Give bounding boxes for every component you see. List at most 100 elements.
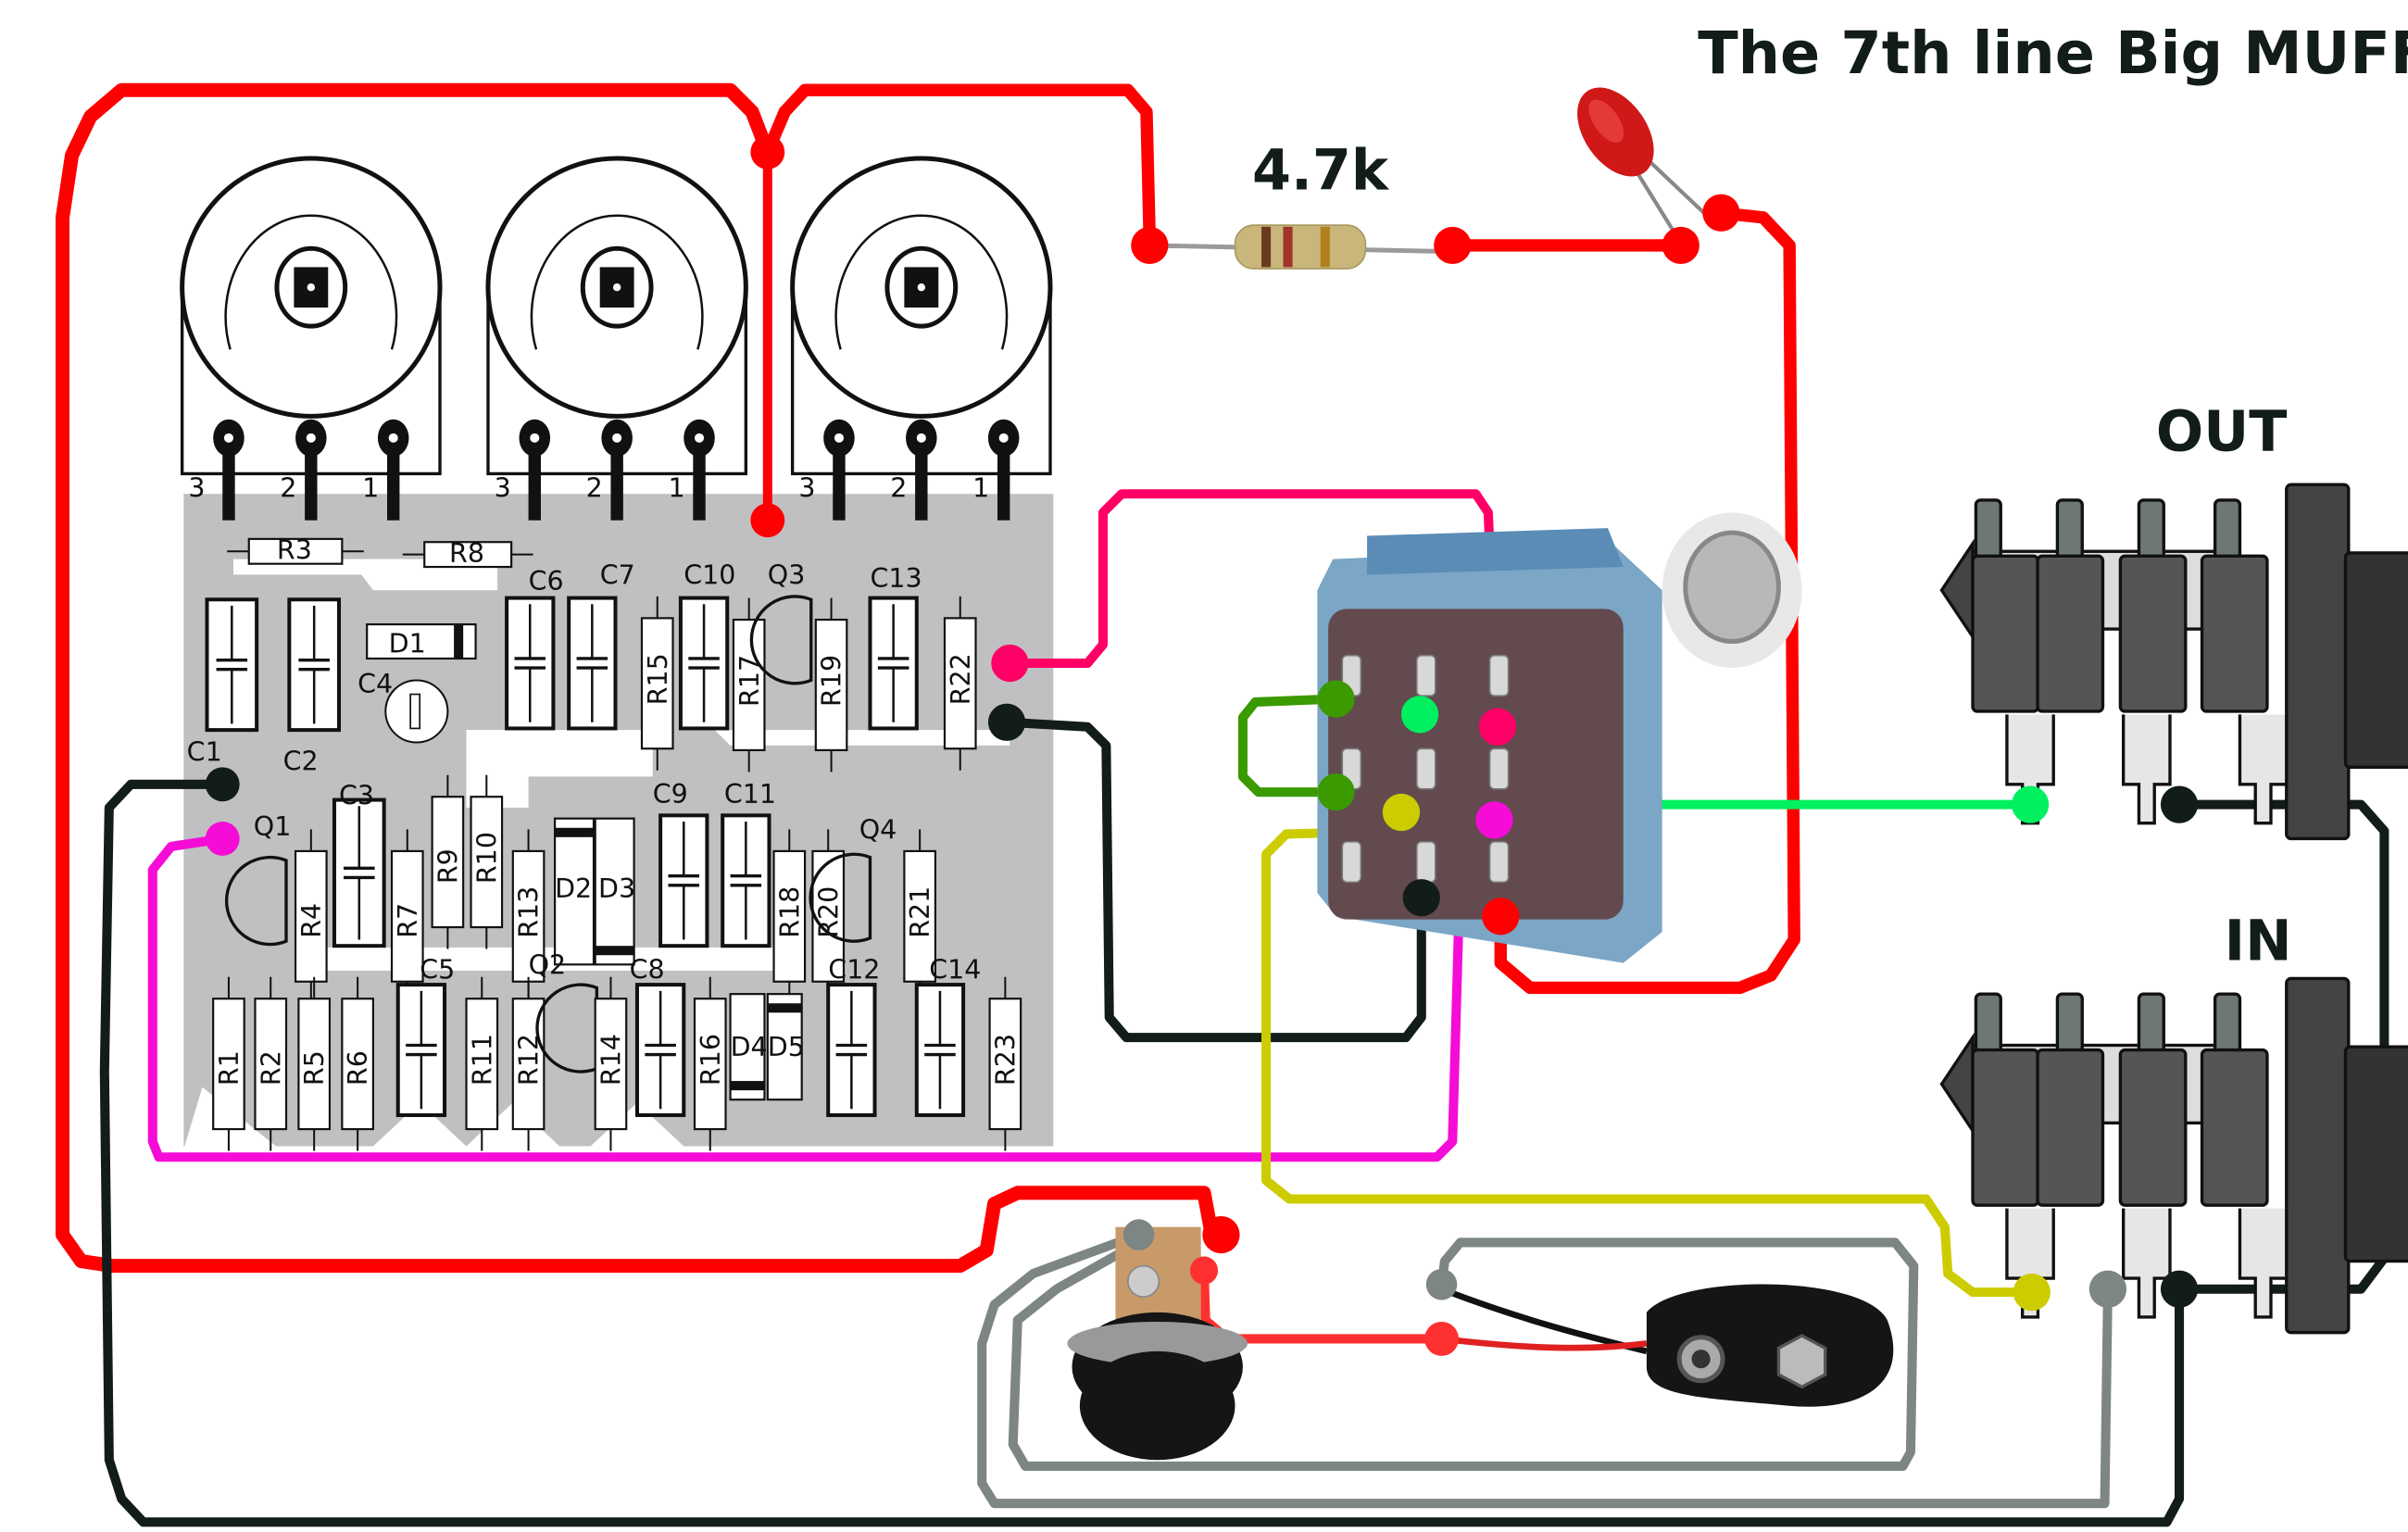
resistor: R8 <box>402 538 533 569</box>
resistor-label: R19 <box>817 655 847 707</box>
capacitor: C11 <box>721 779 776 948</box>
solder-point <box>1434 226 1472 265</box>
battery-clip <box>1440 1284 1894 1407</box>
resistor-label: R21 <box>905 886 935 938</box>
resistor-label: R9 <box>433 848 463 884</box>
resistor-label: R22 <box>946 653 976 705</box>
diode-label: D2 <box>555 873 592 904</box>
capacitor: C6 <box>505 566 564 731</box>
solder-point <box>1702 194 1740 232</box>
wire-power-resistor <box>761 83 1157 247</box>
capacitor: C13 <box>868 563 922 731</box>
resistor-label: R8 <box>449 538 484 569</box>
pot-pin-label: 2 <box>280 473 296 504</box>
solder-point <box>1382 793 1421 832</box>
pot-pin-label: 2 <box>586 473 603 504</box>
resistor: R12 <box>511 976 546 1151</box>
diode-label: D4 <box>731 1032 768 1062</box>
solder-point <box>1189 1256 1219 1285</box>
transistor-label: Q3 <box>768 559 806 590</box>
switch-lug <box>1488 654 1510 697</box>
diagram-title: The 7th line Big MUFF <box>1698 19 2408 88</box>
pot-pin-label: 1 <box>972 473 989 504</box>
wire-battery-ground-outer <box>977 1230 2113 1509</box>
resistor-label: R11 <box>467 1034 497 1086</box>
transistor: Q3 <box>749 559 813 685</box>
transistor: Q2 <box>529 949 599 1074</box>
wire-power-main <box>55 82 1219 1274</box>
capacitor: C12 <box>826 954 880 1117</box>
resistor: R1 <box>212 976 245 1151</box>
resistor: R15 <box>640 596 674 771</box>
resistor: R16 <box>693 976 727 1151</box>
solder-point <box>205 767 240 802</box>
wire-ground-pcb-switch <box>1002 717 1426 1043</box>
switch-lug <box>1415 747 1436 790</box>
input-jack <box>1939 976 2408 1335</box>
solder-point <box>2011 785 2050 823</box>
diode: D1 <box>366 622 477 660</box>
resistor: R3 <box>227 535 364 566</box>
pot-pin-label: 1 <box>668 473 684 504</box>
diode: D3 <box>594 817 635 966</box>
capacitor: C3 <box>332 781 386 948</box>
wire-battery-positive <box>1198 1265 1447 1344</box>
wire-input-pcb <box>147 815 1499 1162</box>
capacitor-label: C10 <box>684 559 735 590</box>
diode: D4 <box>729 993 768 1101</box>
capacitor-label: C1 <box>187 737 222 768</box>
pot-pin-label: 2 <box>890 473 907 504</box>
resistor: R10 <box>470 774 504 949</box>
capacitor-label: C8 <box>630 954 665 985</box>
resistor-value-label: 4.7k <box>1252 139 1390 204</box>
capacitor-label: C11 <box>724 779 776 810</box>
diode-label: D3 <box>598 873 635 904</box>
resistor: R6 <box>341 976 374 1151</box>
solder-point <box>1400 696 1439 734</box>
solder-point <box>2160 785 2199 823</box>
switch-lug <box>1488 747 1510 790</box>
resistor: R14 <box>594 976 628 1151</box>
wire-output-pcb <box>1005 489 1502 732</box>
transistor-label: Q2 <box>529 949 567 980</box>
resistor-label: R7 <box>393 903 423 938</box>
capacitor: C4 <box>357 669 449 744</box>
current-limit-resistor: 4.7k <box>1149 139 1453 270</box>
resistor: R18 <box>772 829 807 1004</box>
solder-point <box>205 822 240 856</box>
pot-pin-label: 1 <box>362 473 379 504</box>
wire-battery-ground-inner <box>1008 1237 1919 1471</box>
resistor-label: R18 <box>774 886 805 938</box>
diode: D5 <box>766 993 805 1101</box>
solder-point <box>1662 226 1699 265</box>
transistor: Q4 <box>809 814 897 943</box>
transistor-label: Q4 <box>859 814 897 845</box>
resistor-label: R14 <box>596 1034 627 1086</box>
led <box>1577 87 1711 247</box>
resistor-label: R2 <box>256 1050 286 1086</box>
solder-point <box>987 703 1026 741</box>
solder-point <box>1402 879 1440 917</box>
solder-point <box>1482 898 1520 936</box>
pot-pin-label: 3 <box>188 473 205 504</box>
resistor: R19 <box>814 597 848 772</box>
solder-point <box>1317 680 1355 718</box>
capacitor-label: C3 <box>339 781 374 811</box>
resistor: R23 <box>988 976 1022 1151</box>
resistor-label: R16 <box>696 1034 726 1086</box>
capacitor-label: C13 <box>870 563 922 594</box>
resistor-label: R1 <box>214 1050 245 1086</box>
diode-label: D5 <box>768 1032 805 1062</box>
capacitor: C7 <box>567 559 635 731</box>
solder-point <box>1131 226 1169 265</box>
resistor: R9 <box>431 774 465 949</box>
capacitor-label: C5 <box>420 954 455 985</box>
capacitor-label: C2 <box>283 747 319 777</box>
solder-point <box>750 134 785 170</box>
solder-point <box>1317 773 1355 811</box>
resistor: R2 <box>254 976 288 1151</box>
solder-point <box>750 503 785 538</box>
resistor-label: R20 <box>813 886 844 938</box>
